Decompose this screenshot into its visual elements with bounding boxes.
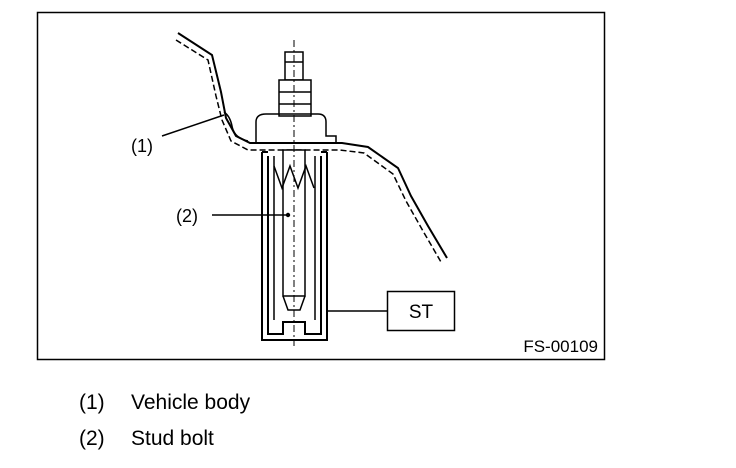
legend-number: (2) [79, 427, 105, 450]
special-tool-sleeve [261, 151, 328, 341]
legend-item: (1) Vehicle body [79, 391, 250, 415]
st-label: ST [409, 302, 434, 323]
legend-number: (1) [79, 391, 105, 414]
vehicle-body-panel [175, 32, 448, 263]
legend-item: (2) Stud bolt [79, 427, 214, 451]
legend-text: Stud bolt [131, 427, 214, 450]
figure-frame [36, 11, 606, 361]
figure-code: FS-00109 [523, 337, 598, 356]
stud-bolt [255, 40, 337, 346]
leader-dot-2 [285, 212, 291, 218]
legend-text: Vehicle body [131, 391, 251, 414]
callout-2: (2) [176, 206, 198, 226]
leader-line-1 [161, 114, 225, 137]
st-label-box [386, 290, 456, 332]
callout-1: (1) [131, 136, 153, 156]
